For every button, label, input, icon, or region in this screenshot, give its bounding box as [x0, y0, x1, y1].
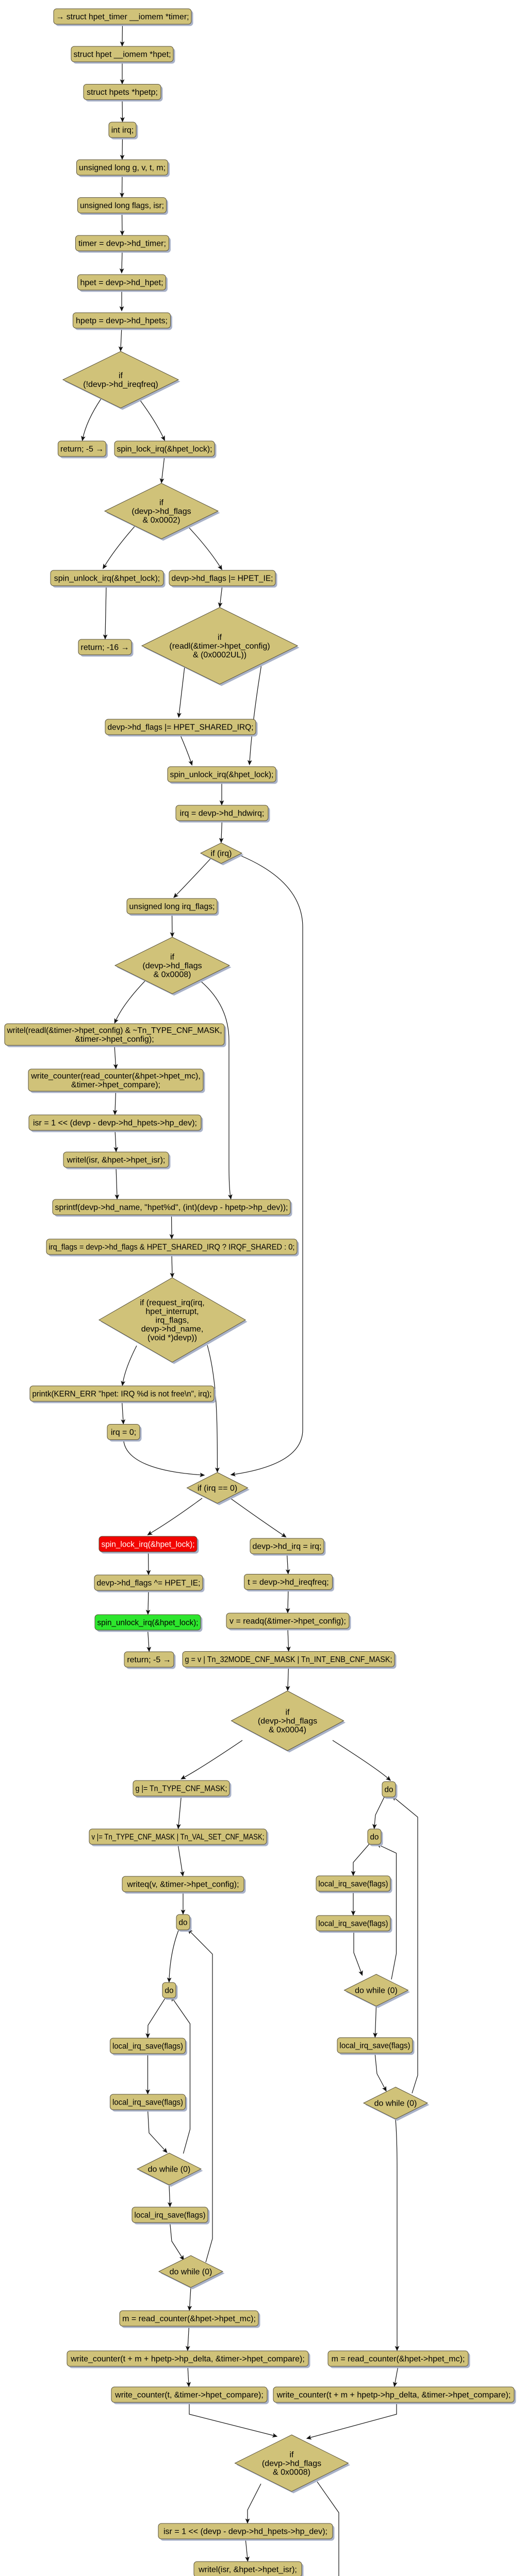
- svg-text:(!devp->hd_ireqfreq): (!devp->hd_ireqfreq): [83, 380, 158, 389]
- svg-text:if: if: [286, 1708, 290, 1717]
- svg-text:hpet = devp->hd_hpet;: hpet = devp->hd_hpet;: [80, 279, 163, 287]
- svg-text:devp->hd_name,: devp->hd_name,: [141, 1325, 204, 1334]
- svg-text:& (0x0002UL)): & (0x0002UL)): [193, 651, 246, 659]
- svg-text:local_irq_save(flags): local_irq_save(flags): [340, 2042, 410, 2050]
- svg-text:m = read_counter(&hpet->hpet_m: m = read_counter(&hpet->hpet_mc);: [122, 2315, 256, 2324]
- svg-text:unsigned long flags, isr;: unsigned long flags, isr;: [80, 201, 164, 210]
- svg-text:if: if: [290, 2451, 294, 2460]
- svg-text:& 0x0008): & 0x0008): [154, 971, 191, 979]
- svg-text:do while (0): do while (0): [170, 2268, 212, 2277]
- svg-text:unsigned long irq_flags;: unsigned long irq_flags;: [129, 903, 215, 911]
- svg-text:if: if: [119, 371, 123, 380]
- svg-text:v |= Tn_TYPE_CNF_MASK | Tn_VAL: v |= Tn_TYPE_CNF_MASK | Tn_VAL_SET_CNF_M…: [92, 1833, 265, 1842]
- svg-text:& 0x0008): & 0x0008): [273, 2468, 310, 2477]
- svg-text:isr = 1 << (devp - devp->hd_hp: isr = 1 << (devp - devp->hd_hpets->hp_de…: [163, 2528, 327, 2536]
- svg-text:(void *)devp)): (void *)devp)): [147, 1334, 197, 1343]
- svg-text:v = readq(&timer->hpet_config): v = readq(&timer->hpet_config);: [229, 1617, 346, 1626]
- svg-text:return; -16 →: return; -16 →: [81, 643, 129, 652]
- svg-text:(devp->hd_flags: (devp->hd_flags: [132, 507, 191, 516]
- svg-text:do: do: [385, 1786, 393, 1794]
- svg-text:(readl(&timer->hpet_config): (readl(&timer->hpet_config): [169, 642, 270, 651]
- svg-text:devp->hd_flags ^= HPET_IE;: devp->hd_flags ^= HPET_IE;: [97, 1579, 201, 1588]
- svg-text:& 0x0004): & 0x0004): [269, 1726, 306, 1735]
- svg-text:spin_unlock_irq(&hpet_lock);: spin_unlock_irq(&hpet_lock);: [54, 574, 160, 583]
- svg-text:isr = 1 << (devp - devp->hd_hp: isr = 1 << (devp - devp->hd_hpets->hp_de…: [33, 1119, 197, 1128]
- svg-text:if (request_irq(irq,: if (request_irq(irq,: [140, 1299, 204, 1308]
- svg-text:return; -5 →: return; -5 →: [127, 1656, 171, 1665]
- svg-text:irq = 0;: irq = 0;: [111, 1428, 136, 1437]
- svg-text:if: if: [159, 499, 164, 507]
- svg-text:if (irq == 0): if (irq == 0): [198, 1484, 237, 1493]
- svg-text:int irq;: int irq;: [111, 126, 134, 135]
- svg-text:devp->hd_flags |= HPET_SHARED_: devp->hd_flags |= HPET_SHARED_IRQ;: [108, 723, 254, 732]
- svg-text:if: if: [218, 633, 222, 642]
- svg-text:irq_flags,: irq_flags,: [156, 1316, 189, 1325]
- svg-text:spin_unlock_irq(&hpet_lock);: spin_unlock_irq(&hpet_lock);: [97, 1619, 199, 1628]
- svg-text:devp->hd_flags |= HPET_IE;: devp->hd_flags |= HPET_IE;: [172, 574, 273, 583]
- svg-text:t = devp->hd_ireqfreq;: t = devp->hd_ireqfreq;: [248, 1578, 328, 1587]
- svg-text:do: do: [179, 1919, 188, 1927]
- svg-text:local_irq_save(flags): local_irq_save(flags): [319, 1880, 388, 1889]
- svg-text:devp->hd_irq = irq;: devp->hd_irq = irq;: [253, 1543, 322, 1551]
- svg-text:spin_lock_irq(&hpet_lock);: spin_lock_irq(&hpet_lock);: [117, 445, 212, 454]
- svg-text:write_counter(t, &timer->hpet_: write_counter(t, &timer->hpet_compare);: [114, 2391, 264, 2400]
- svg-text:writel(isr, &hpet->hpet_isr);: writel(isr, &hpet->hpet_isr);: [198, 2566, 297, 2574]
- svg-text:do: do: [370, 1833, 379, 1842]
- svg-text:local_irq_save(flags): local_irq_save(flags): [319, 1920, 388, 1928]
- svg-text:irq = devp->hd_hdwirq;: irq = devp->hd_hdwirq;: [180, 809, 265, 818]
- svg-text:local_irq_save(flags): local_irq_save(flags): [112, 2098, 183, 2107]
- svg-text:struct hpet __iomem *hpet;: struct hpet __iomem *hpet;: [74, 50, 171, 59]
- svg-text:&timer->hpet_config);: &timer->hpet_config);: [75, 1035, 154, 1044]
- svg-text:do: do: [165, 1987, 174, 1995]
- svg-text:spin_unlock_irq(&hpet_lock);: spin_unlock_irq(&hpet_lock);: [170, 771, 274, 779]
- svg-text:write_counter(t + m + hpetp->h: write_counter(t + m + hpetp->hp_delta, &…: [276, 2391, 511, 2400]
- svg-text:local_irq_save(flags): local_irq_save(flags): [112, 2042, 183, 2051]
- svg-text:do while (0): do while (0): [355, 1987, 398, 1995]
- svg-text:(devp->hd_flags: (devp->hd_flags: [262, 2460, 321, 2468]
- svg-text:struct hpets *hpetp;: struct hpets *hpetp;: [87, 88, 158, 97]
- svg-text:if: if: [170, 953, 175, 962]
- svg-text:timer = devp->hd_timer;: timer = devp->hd_timer;: [78, 240, 166, 248]
- svg-text:write_counter(t + m + hpetp->h: write_counter(t + m + hpetp->hp_delta, &…: [70, 2355, 305, 2364]
- svg-text:g = v | Tn_32MODE_CNF_MASK | T: g = v | Tn_32MODE_CNF_MASK | Tn_INT_ENB_…: [185, 1655, 392, 1664]
- svg-text:→ struct hpet_timer __iomem *t: → struct hpet_timer __iomem *timer;: [56, 13, 189, 22]
- svg-text:g |= Tn_TYPE_CNF_MASK;: g |= Tn_TYPE_CNF_MASK;: [136, 1785, 227, 1793]
- svg-text:spin_lock_irq(&hpet_lock);: spin_lock_irq(&hpet_lock);: [102, 1540, 195, 1549]
- svg-text:sprintf(devp->hd_name, "hpet%d: sprintf(devp->hd_name, "hpet%d", (int)(d…: [55, 1204, 288, 1212]
- svg-text:printk(KERN_ERR "hpet: IRQ %d: printk(KERN_ERR "hpet: IRQ %d is not fre…: [32, 1390, 212, 1399]
- svg-text:& 0x0002): & 0x0002): [143, 516, 180, 525]
- svg-text:irq_flags = devp->hd_flags & H: irq_flags = devp->hd_flags & HPET_SHARED…: [49, 1243, 295, 1252]
- svg-text:(devp->hd_flags: (devp->hd_flags: [142, 962, 202, 971]
- svg-text:if (irq): if (irq): [211, 850, 232, 858]
- svg-text:hpetp = devp->hd_hpets;: hpetp = devp->hd_hpets;: [76, 317, 168, 326]
- svg-text:write_counter(read_counter(&hp: write_counter(read_counter(&hpet->hpet_m…: [30, 1072, 201, 1081]
- svg-text:do while (0): do while (0): [374, 2099, 417, 2108]
- svg-text:local_irq_save(flags): local_irq_save(flags): [135, 2211, 206, 2220]
- svg-text:do while (0): do while (0): [148, 2165, 191, 2174]
- svg-text:unsigned long g, v, t, m;: unsigned long g, v, t, m;: [79, 164, 166, 173]
- svg-text:m = read_counter(&hpet->hpet_m: m = read_counter(&hpet->hpet_mc);: [332, 2355, 465, 2364]
- svg-text:return; -5 →: return; -5 →: [60, 445, 104, 454]
- svg-text:&timer->hpet_compare);: &timer->hpet_compare);: [71, 1081, 160, 1090]
- svg-text:writel(isr, &hpet->hpet_isr);: writel(isr, &hpet->hpet_isr);: [67, 1156, 166, 1165]
- svg-text:(devp->hd_flags: (devp->hd_flags: [258, 1717, 317, 1726]
- svg-text:writeq(v, &timer->hpet_config): writeq(v, &timer->hpet_config);: [126, 1880, 239, 1889]
- svg-text:hpet_interrupt,: hpet_interrupt,: [145, 1308, 199, 1316]
- svg-text:writel(readl(&timer->hpet_conf: writel(readl(&timer->hpet_config) & ~Tn_…: [7, 1026, 222, 1035]
